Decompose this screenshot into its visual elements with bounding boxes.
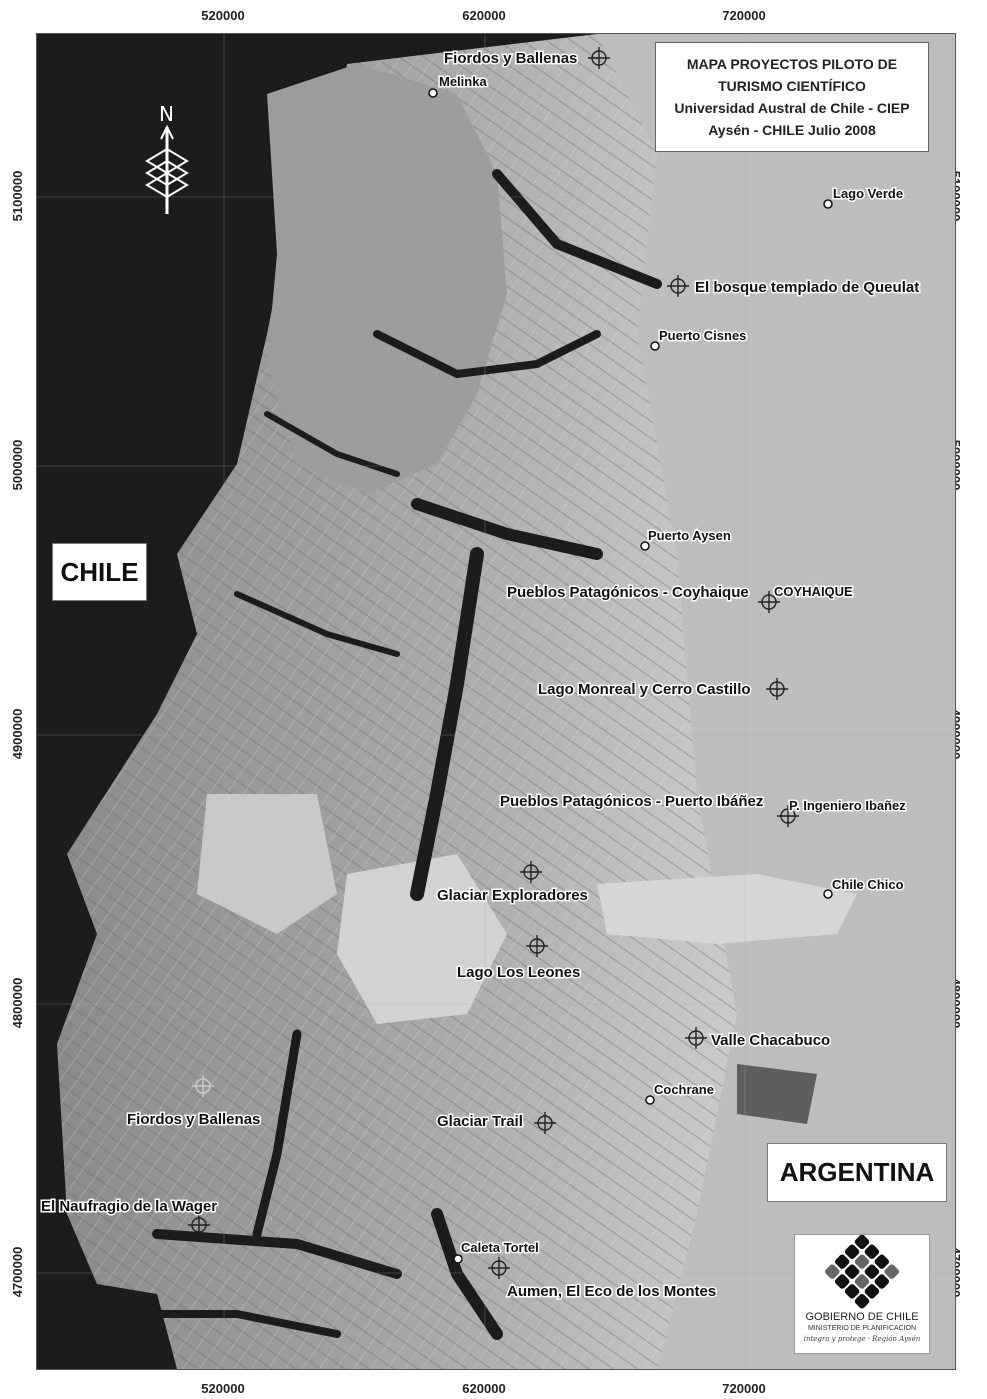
site-label-wager[interactable]: El Naufragio de la Wager <box>40 1197 219 1217</box>
site-label-ibanez[interactable]: Pueblos Patagónicos - Puerto Ibáñez <box>499 792 765 812</box>
crosshair-icon <box>588 47 610 69</box>
easting-tick-top-3: 720000 <box>722 8 766 23</box>
map-title-box: MAPA PROYECTOS PILOTO DE TURISMO CIENTÍF… <box>655 42 929 152</box>
town-markers <box>428 88 833 1264</box>
site-label-fiordos-north[interactable]: Fiordos y Ballenas <box>443 49 579 69</box>
logo-ministry-text: MINISTERIO DE PLANIFICACION <box>807 1325 917 1332</box>
northing-tick-left-1: 5100000 <box>9 170 25 222</box>
town-label-melinka: Melinka <box>439 74 487 89</box>
town-label-ingeniero-ibanez: P. Ingeniero Ibañez <box>789 798 906 813</box>
map-frame[interactable]: N <box>36 33 956 1370</box>
town-marker-chile-chico <box>823 889 833 899</box>
icefield-san-rafael <box>197 794 337 934</box>
site-label-monreal[interactable]: Lago Monreal y Cerro Castillo <box>537 680 753 700</box>
chonos-archipelago <box>267 64 507 494</box>
town-marker-caleta-tortel <box>453 1254 463 1264</box>
town-marker-puerto-aysen <box>640 541 650 551</box>
easting-tick-top-1: 520000 <box>201 8 245 23</box>
site-label-leones[interactable]: Lago Los Leones <box>456 963 582 983</box>
crosshair-icon <box>667 275 689 297</box>
northing-tick-left-5: 4700000 <box>9 1246 25 1298</box>
crosshair-icon <box>685 1027 707 1049</box>
argentina-region <box>557 34 955 1369</box>
map-canvas: N <box>37 34 955 1369</box>
crosshair-icon <box>192 1075 214 1097</box>
crosshair-icon <box>526 935 548 957</box>
easting-tick-top-2: 620000 <box>462 8 506 23</box>
northing-tick-left-3: 4900000 <box>9 708 25 760</box>
site-label-fiordos-south[interactable]: Fiordos y Ballenas <box>126 1110 262 1130</box>
site-label-glaciar-trail[interactable]: Glaciar Trail <box>436 1112 525 1132</box>
site-label-queulat[interactable]: El bosque templado de Queulat <box>694 278 921 298</box>
country-label-argentina: ARGENTINA <box>767 1143 947 1202</box>
crosshair-icon <box>534 1112 556 1134</box>
town-label-coyhaique: COYHAIQUE <box>774 584 853 599</box>
easting-tick-bottom-3: 720000 <box>722 1381 766 1396</box>
gobierno-logo: GOBIERNO DE CHILE MINISTERIO DE PLANIFIC… <box>794 1234 930 1354</box>
town-label-puerto-aysen: Puerto Aysen <box>648 528 731 543</box>
title-line-3: Universidad Austral de Chile - CIEP <box>674 100 910 116</box>
town-marker-cochrane <box>645 1095 655 1105</box>
title-line-2: TURISMO CIENTÍFICO <box>718 78 866 94</box>
coordinate-grid <box>37 34 955 1369</box>
crosshair-icon <box>766 678 788 700</box>
site-label-chacabuco[interactable]: Valle Chacabuco <box>710 1031 832 1051</box>
logo-org-text: GOBIERNO DE CHILE <box>805 1311 919 1323</box>
crosshair-icon <box>488 1257 510 1279</box>
town-label-puerto-cisnes: Puerto Cisnes <box>659 328 746 343</box>
logo-mark-icon <box>825 1235 899 1309</box>
site-label-exploradores[interactable]: Glaciar Exploradores <box>436 886 590 906</box>
town-marker-melinka <box>428 88 438 98</box>
crosshair-icon <box>188 1214 210 1236</box>
title-line-1: MAPA PROYECTOS PILOTO DE <box>686 56 898 72</box>
town-label-chile-chico: Chile Chico <box>832 877 904 892</box>
lake-cochrane <box>737 1064 817 1124</box>
terrain-relief <box>57 34 737 1369</box>
north-letter: N <box>159 102 174 126</box>
country-label-chile: CHILE <box>52 543 147 601</box>
fjord-channels <box>73 169 662 1340</box>
town-label-cochrane: Cochrane <box>654 1082 714 1097</box>
project-site-markers <box>188 47 799 1279</box>
northing-tick-left-4: 4800000 <box>9 977 25 1029</box>
easting-tick-bottom-2: 620000 <box>462 1381 506 1396</box>
town-label-lago-verde: Lago Verde <box>833 186 903 201</box>
site-label-coyhaique[interactable]: Pueblos Patagónicos - Coyhaique <box>506 583 751 603</box>
town-label-caleta-tortel: Caleta Tortel <box>461 1240 539 1255</box>
crosshair-icon <box>520 861 542 883</box>
crosshair-icon <box>758 591 780 613</box>
north-arrow-icon: N <box>145 102 189 214</box>
easting-tick-bottom-1: 520000 <box>201 1381 245 1396</box>
town-marker-lago-verde <box>823 199 833 209</box>
crosshair-icon <box>777 805 799 827</box>
site-label-aumen[interactable]: Aumen, El Eco de los Montes <box>506 1282 718 1302</box>
northing-tick-left-2: 5000000 <box>9 439 25 491</box>
logo-tagline-text: integra y protege · Región Aysén <box>803 1335 921 1343</box>
icefield-north <box>337 854 507 1024</box>
lake-general-carrera <box>597 874 857 944</box>
title-line-4: Aysén - CHILE Julio 2008 <box>708 122 876 138</box>
town-marker-puerto-cisnes <box>650 341 660 351</box>
